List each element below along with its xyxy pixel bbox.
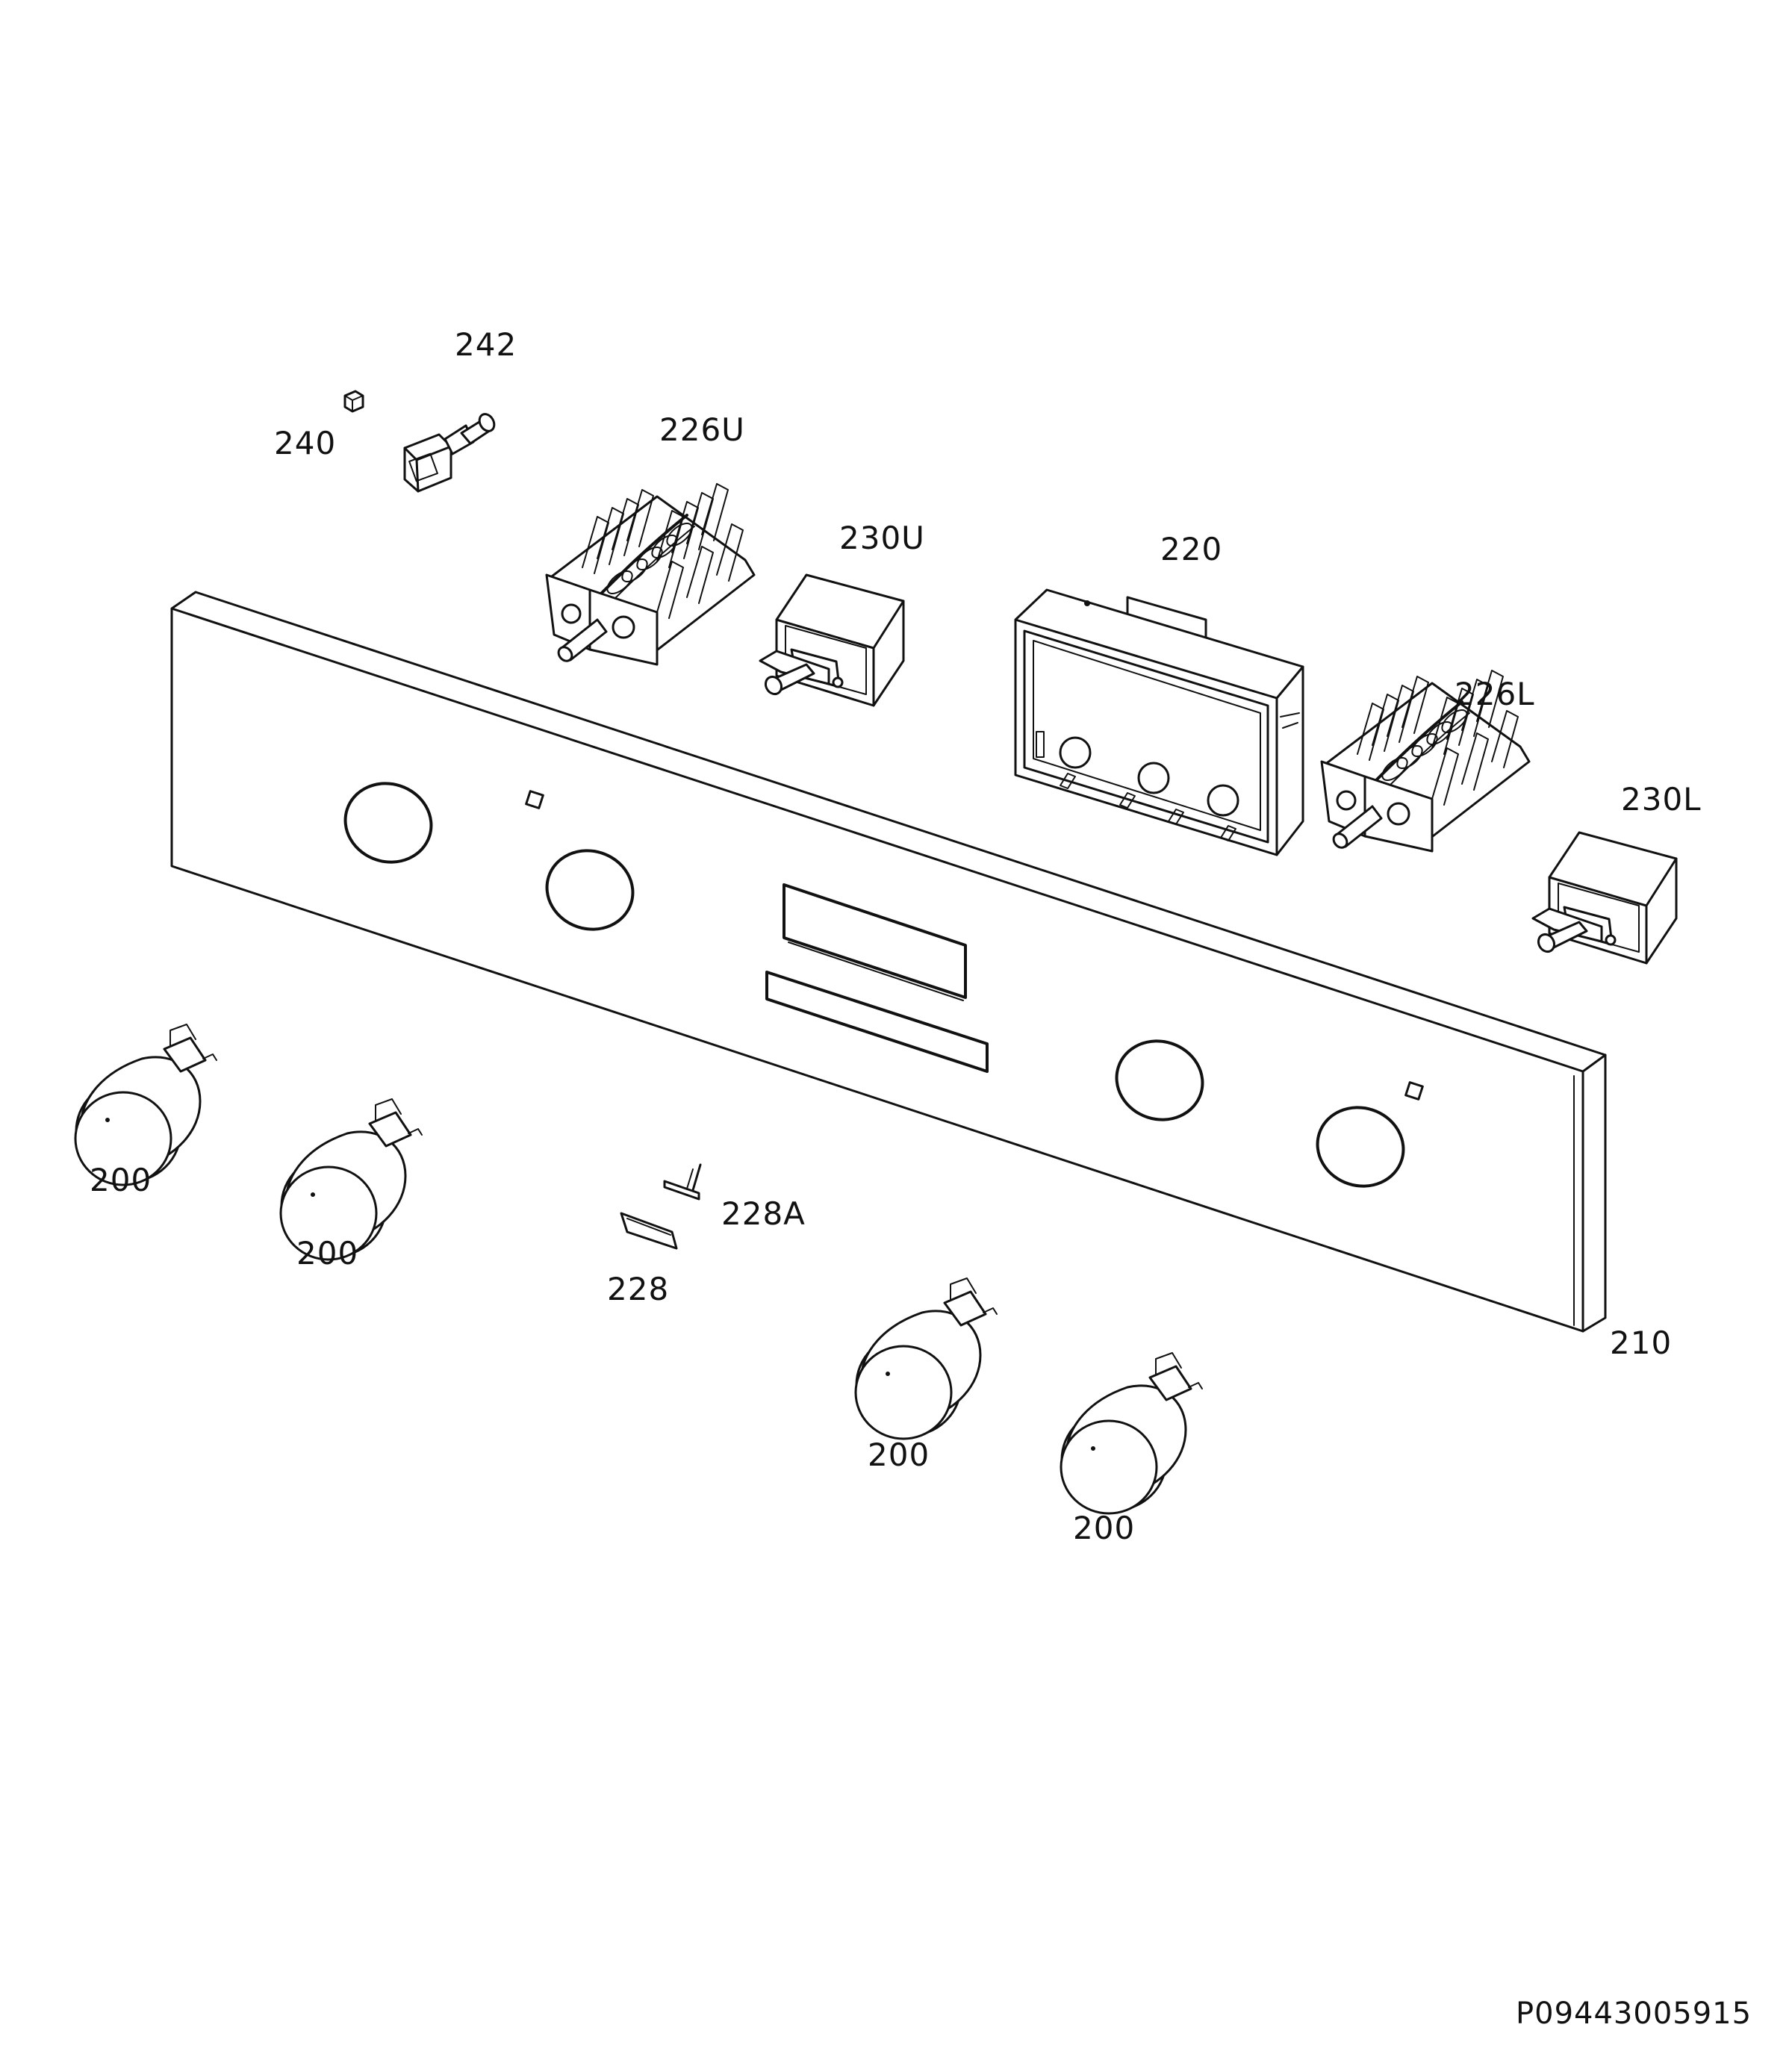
label-230U: 230U [839,520,925,556]
label-200: 200 [296,1235,358,1272]
label-226U: 226U [659,411,745,448]
part-226L-selector-switch [1320,670,1531,853]
label-200: 200 [1073,1510,1135,1546]
touch-strip [765,971,989,1073]
part-200-knob [1060,1351,1204,1515]
knob-hole [545,849,635,931]
part-228-button [620,1212,678,1250]
knob-hole [1316,1106,1405,1188]
part-230L-control [1531,831,1678,965]
label-228A: 228A [721,1195,806,1232]
part-200-knob [854,1277,998,1440]
part-230U-control [759,573,905,707]
label-226L: 226L [1455,676,1535,712]
label-200: 200 [868,1437,930,1473]
label-210: 210 [1610,1325,1672,1361]
part-226U-selector-switch [545,483,756,666]
knob-hole [1115,1039,1204,1121]
label-242: 242 [455,326,517,363]
part-240-clip [343,390,364,413]
label-230L: 230L [1621,781,1702,818]
part-200-knob [74,1023,218,1186]
display-window [783,883,967,999]
indicator-light-opening [525,790,544,809]
control-panel-210 [170,591,1607,1333]
indicator-light-opening [1404,1081,1424,1101]
label-228: 228 [607,1271,669,1307]
label-200: 200 [90,1162,152,1198]
label-220: 220 [1160,531,1222,567]
drawing-number: P09443005915 [1516,1996,1752,2031]
part-220-display-module [1014,588,1304,856]
part-228A-clip [663,1163,702,1201]
label-240: 240 [274,425,336,461]
part-242-switch [403,413,496,493]
knob-hole [343,782,433,864]
